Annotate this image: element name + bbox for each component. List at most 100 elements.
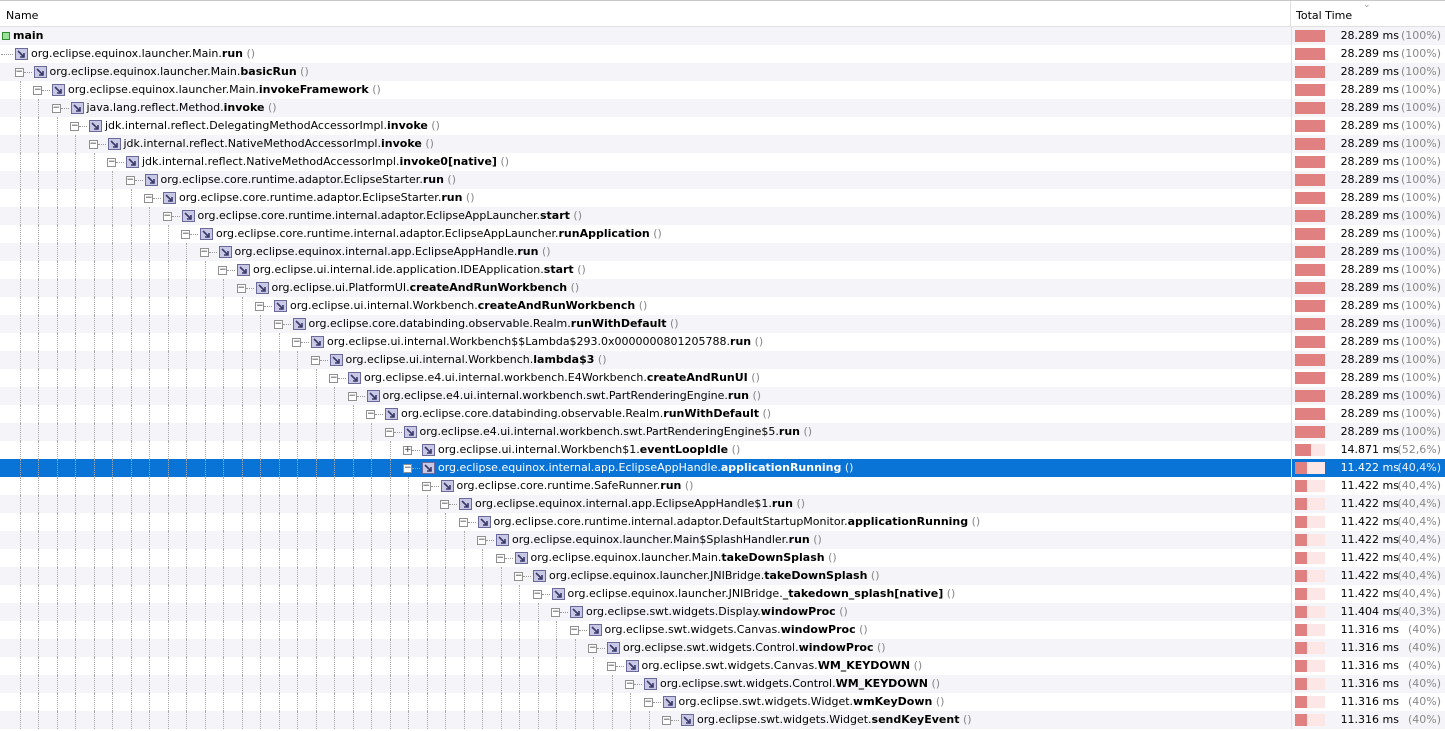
collapse-icon[interactable]: − xyxy=(255,301,264,311)
column-header-total-time[interactable]: Total Time xyxy=(1296,9,1353,22)
collapse-icon[interactable]: − xyxy=(70,121,79,131)
tree-line xyxy=(75,261,76,279)
table-row[interactable]: −org.eclipse.swt.widgets.Control.windowP… xyxy=(0,639,1445,657)
collapse-icon[interactable]: − xyxy=(273,319,283,329)
collapse-icon[interactable]: − xyxy=(421,481,431,491)
tree-line xyxy=(463,621,465,639)
collapse-icon[interactable]: − xyxy=(551,607,560,617)
collapse-icon[interactable]: − xyxy=(51,103,61,113)
table-row[interactable]: −org.eclipse.core.runtime.internal.adapt… xyxy=(0,225,1445,243)
column-header-name[interactable]: Name xyxy=(6,9,39,22)
table-row[interactable]: −org.eclipse.swt.widgets.Canvas.windowPr… xyxy=(0,621,1445,639)
collapse-icon[interactable]: − xyxy=(625,679,634,689)
table-row[interactable]: −org.eclipse.e4.ui.internal.workbench.E4… xyxy=(0,369,1445,387)
method-name: run xyxy=(221,47,243,60)
table-row[interactable]: −org.eclipse.core.runtime.internal.adapt… xyxy=(0,207,1445,225)
collapse-icon[interactable]: − xyxy=(606,661,616,671)
collapse-icon[interactable]: − xyxy=(458,517,468,527)
table-row[interactable]: −org.eclipse.core.runtime.internal.adapt… xyxy=(0,513,1445,531)
table-row[interactable]: −org.eclipse.core.databinding.observable… xyxy=(0,405,1445,423)
tree-line xyxy=(56,513,58,531)
table-row[interactable]: −org.eclipse.swt.widgets.Control.WM_KEYD… xyxy=(0,675,1445,693)
table-row[interactable]: +org.eclipse.ui.internal.Workbench$1.eve… xyxy=(0,441,1445,459)
collapse-icon[interactable]: − xyxy=(588,643,597,653)
tree-line xyxy=(389,495,391,513)
collapse-icon[interactable]: − xyxy=(495,553,505,563)
name-cell: −org.eclipse.core.databinding.observable… xyxy=(0,315,1290,333)
table-row[interactable]: −org.eclipse.ui.internal.Workbench.lambd… xyxy=(0,351,1445,369)
collapse-icon[interactable]: − xyxy=(329,373,338,383)
table-row[interactable]: −org.eclipse.equinox.launcher.JNIBridge.… xyxy=(0,567,1445,585)
collapse-icon[interactable]: − xyxy=(125,175,135,185)
collapse-icon[interactable]: − xyxy=(14,67,24,77)
collapse-icon[interactable]: − xyxy=(569,625,579,635)
table-row[interactable]: −java.lang.reflect.Method.invoke ()28.28… xyxy=(0,99,1445,117)
collapse-icon[interactable]: − xyxy=(218,265,227,275)
collapse-icon[interactable]: − xyxy=(88,139,98,149)
table-row[interactable]: −org.eclipse.ui.internal.Workbench$$Lamb… xyxy=(0,333,1445,351)
table-row[interactable]: org.eclipse.equinox.launcher.Main.run ()… xyxy=(0,45,1445,63)
table-row[interactable]: −org.eclipse.equinox.internal.app.Eclips… xyxy=(0,459,1445,477)
table-row[interactable]: −org.eclipse.core.databinding.observable… xyxy=(0,315,1445,333)
table-row[interactable]: −org.eclipse.swt.widgets.Display.windowP… xyxy=(0,603,1445,621)
time-percent: (100%) xyxy=(1400,137,1441,150)
collapse-icon[interactable]: − xyxy=(347,391,357,401)
collapse-icon[interactable]: − xyxy=(403,463,412,473)
table-row[interactable]: −org.eclipse.swt.widgets.Widget.wmKeyDow… xyxy=(0,693,1445,711)
collapse-icon[interactable]: − xyxy=(162,211,172,221)
column-divider[interactable] xyxy=(1290,1,1291,28)
table-row[interactable]: −org.eclipse.equinox.launcher.Main.invok… xyxy=(0,81,1445,99)
collapse-icon[interactable]: − xyxy=(33,85,42,95)
table-row[interactable]: −org.eclipse.ui.PlatformUI.createAndRunW… xyxy=(0,279,1445,297)
tree-line xyxy=(371,423,372,441)
collapse-icon[interactable]: − xyxy=(532,589,542,599)
collapse-icon[interactable]: − xyxy=(477,535,486,545)
table-row[interactable]: −org.eclipse.e4.ui.internal.workbench.sw… xyxy=(0,387,1445,405)
table-row[interactable]: −org.eclipse.equinox.launcher.Main.takeD… xyxy=(0,549,1445,567)
collapse-icon[interactable]: − xyxy=(514,571,523,581)
table-row[interactable]: −jdk.internal.reflect.NativeMethodAccess… xyxy=(0,153,1445,171)
tree-line xyxy=(112,189,113,207)
total-time-cell: 11.422 ms(40,4%) xyxy=(1291,567,1445,585)
table-row[interactable]: −jdk.internal.reflect.NativeMethodAccess… xyxy=(0,135,1445,153)
name-cell: −org.eclipse.core.runtime.internal.adapt… xyxy=(0,207,1290,225)
expand-icon[interactable]: + xyxy=(403,445,412,455)
table-row[interactable]: −org.eclipse.core.runtime.SafeRunner.run… xyxy=(0,477,1445,495)
collapse-icon[interactable]: − xyxy=(107,157,116,167)
table-row[interactable]: −org.eclipse.ui.internal.ide.application… xyxy=(0,261,1445,279)
tree-line xyxy=(519,603,520,621)
table-row[interactable]: −org.eclipse.core.runtime.adaptor.Eclips… xyxy=(0,171,1445,189)
table-row[interactable]: −org.eclipse.equinox.launcher.Main.basic… xyxy=(0,63,1445,81)
table-row[interactable]: −org.eclipse.ui.internal.Workbench.creat… xyxy=(0,297,1445,315)
table-row[interactable]: −org.eclipse.equinox.internal.app.Eclips… xyxy=(0,495,1445,513)
tree-connector xyxy=(23,72,32,73)
tree-line xyxy=(371,441,372,459)
collapse-icon[interactable]: − xyxy=(144,193,153,203)
tree-line xyxy=(149,675,150,693)
collapse-icon[interactable]: − xyxy=(440,499,449,509)
table-row[interactable]: −org.eclipse.core.runtime.adaptor.Eclips… xyxy=(0,189,1445,207)
tree-line xyxy=(223,459,224,477)
table-row[interactable]: −org.eclipse.e4.ui.internal.workbench.sw… xyxy=(0,423,1445,441)
table-row[interactable]: −jdk.internal.reflect.DelegatingMethodAc… xyxy=(0,117,1445,135)
table-row[interactable]: −org.eclipse.swt.widgets.Widget.sendKeyE… xyxy=(0,711,1445,729)
tree-line xyxy=(297,693,298,711)
collapse-icon[interactable]: − xyxy=(384,427,394,437)
time-ms: 11.422 ms xyxy=(1340,587,1399,600)
collapse-icon[interactable]: − xyxy=(310,355,320,365)
collapse-icon[interactable]: − xyxy=(181,229,190,239)
tree-line xyxy=(93,225,95,243)
tree-line xyxy=(149,639,150,657)
tree-line xyxy=(352,423,354,441)
collapse-icon[interactable]: − xyxy=(199,247,209,257)
collapse-icon[interactable]: − xyxy=(366,409,375,419)
table-row[interactable]: −org.eclipse.equinox.launcher.JNIBridge.… xyxy=(0,585,1445,603)
collapse-icon[interactable]: − xyxy=(292,337,301,347)
table-row[interactable]: −org.eclipse.equinox.launcher.Main$Splas… xyxy=(0,531,1445,549)
table-row[interactable]: −org.eclipse.swt.widgets.Canvas.WM_KEYDO… xyxy=(0,657,1445,675)
collapse-icon[interactable]: − xyxy=(236,283,246,293)
table-row[interactable]: −org.eclipse.equinox.internal.app.Eclips… xyxy=(0,243,1445,261)
collapse-icon[interactable]: − xyxy=(643,697,653,707)
collapse-icon[interactable]: − xyxy=(662,715,671,725)
